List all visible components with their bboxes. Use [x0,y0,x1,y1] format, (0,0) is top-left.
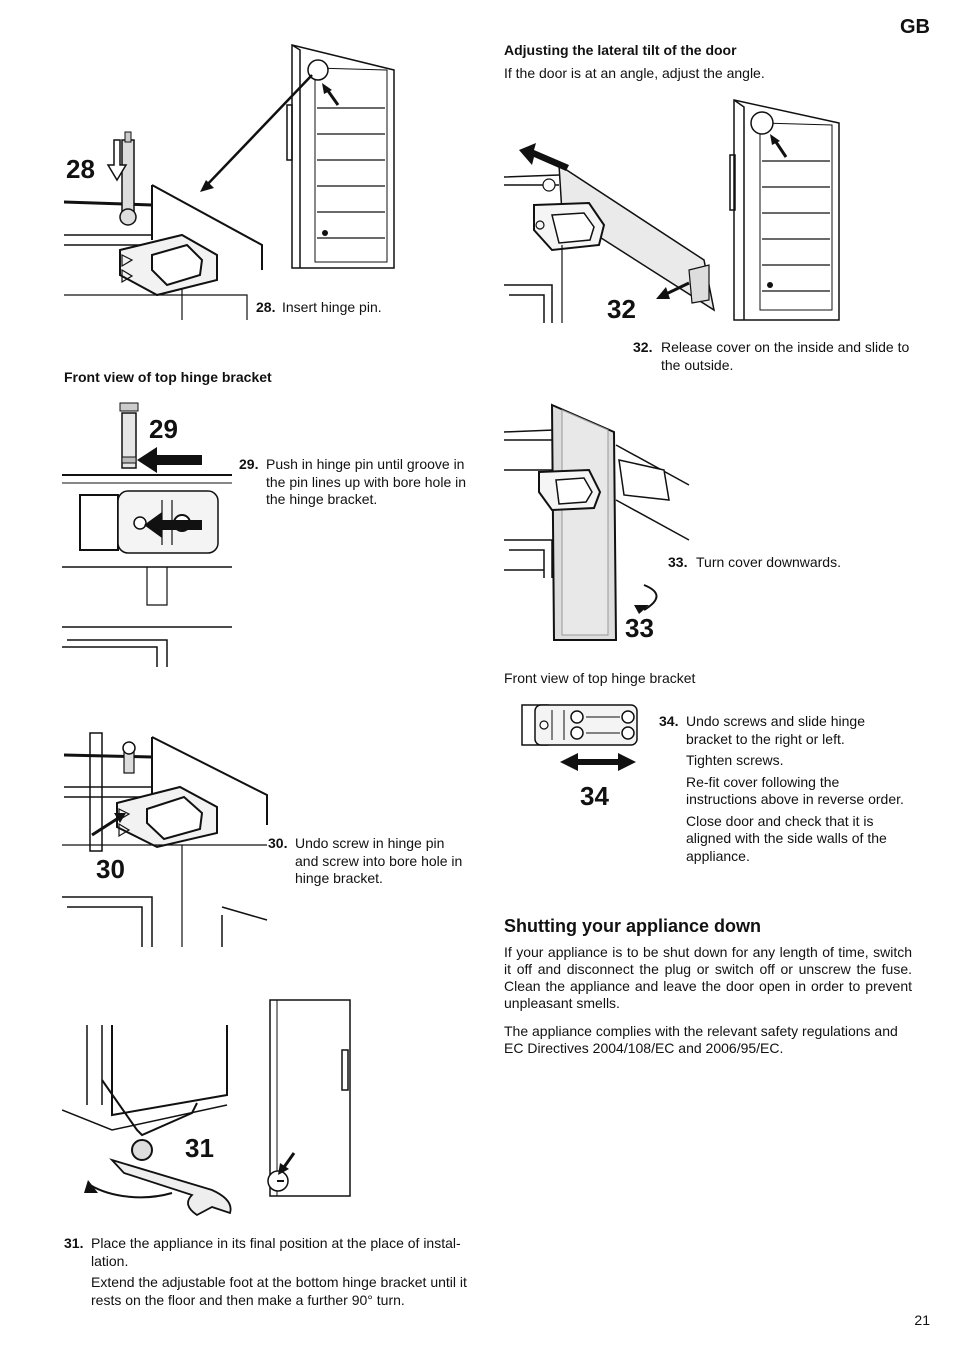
page-number: 21 [914,1312,930,1328]
shutdown-paragraph-1: If your appliance is to be shut down for… [504,944,912,1011]
figure-30-number: 30 [96,854,125,884]
tilt-intro: If the door is at an angle, adjust the a… [504,65,765,81]
shutdown-heading: Shutting your appliance down [504,916,762,936]
step-34-line-2: Re-fit cover following the instructions … [686,773,904,808]
figure-28-illustration [63,44,395,320]
step-34-number: 34. [659,713,679,729]
step-31-extra: Extend the adjustable foot at the bottom… [91,1274,467,1308]
figure-30-illustration [62,732,268,947]
figure-31-illustration [62,999,351,1217]
figure-32-number: 32 [607,294,636,324]
step-33: 33. Turn cover downwards. [668,554,888,572]
step-29-number: 29. [239,456,259,472]
figure-29-number: 29 [149,414,178,444]
figure-33-number: 33 [625,613,654,643]
step-32: 32. Release cover on the inside and slid… [633,339,913,374]
step-29-text: Push in hinge pin until groove in the pi… [266,456,467,507]
step-28-text: Insert hinge pin. [282,299,382,315]
figure-34-number: 34 [580,781,609,811]
step-30-text: Undo screw in hinge pin and screw into b… [295,835,463,886]
language-tag: GB [900,16,930,38]
step-30: 30. Undo screw in hinge pin and screw in… [268,835,468,888]
front-view-heading: Front view of top hinge bracket [64,369,272,385]
step-32-text: Release cover on the inside and slide to… [661,339,910,373]
figure-34-illustration [521,704,638,771]
figure-28-number: 28 [66,154,95,184]
step-33-text: Turn cover downwards. [696,554,841,570]
step-29: 29. Push in hinge pin until groove in th… [239,456,469,509]
step-33-number: 33. [668,554,688,570]
step-32-number: 32. [633,339,653,355]
step-28: 28. Insert hinge pin. [256,299,456,317]
shutdown-paragraph-2: The appliance complies with the relevant… [504,1023,898,1056]
step-31: 31. Place the appliance in its final pos… [64,1235,470,1309]
figure-33-illustration [504,403,690,641]
step-34-line-1: Tighten screws. [686,752,784,768]
step-34: 34. Undo screws and slide hinge bracket … [659,713,911,865]
step-28-number: 28. [256,299,276,315]
tilt-heading: Adjusting the lateral tilt of the door [504,42,737,58]
step-30-number: 30. [268,835,288,851]
figure-31-number: 31 [185,1133,214,1163]
front-view-label: Front view of top hinge bracket [504,670,696,686]
figure-32-illustration [504,99,840,323]
figure-29-illustration [62,402,232,667]
step-31-number: 31. [64,1235,84,1251]
step-34-line-3: Close door and check that it is aligned … [686,812,887,864]
step-34-text: Undo screws and slide hinge bracket to t… [686,713,865,747]
step-31-text: Place the appliance in its final positio… [91,1235,461,1269]
